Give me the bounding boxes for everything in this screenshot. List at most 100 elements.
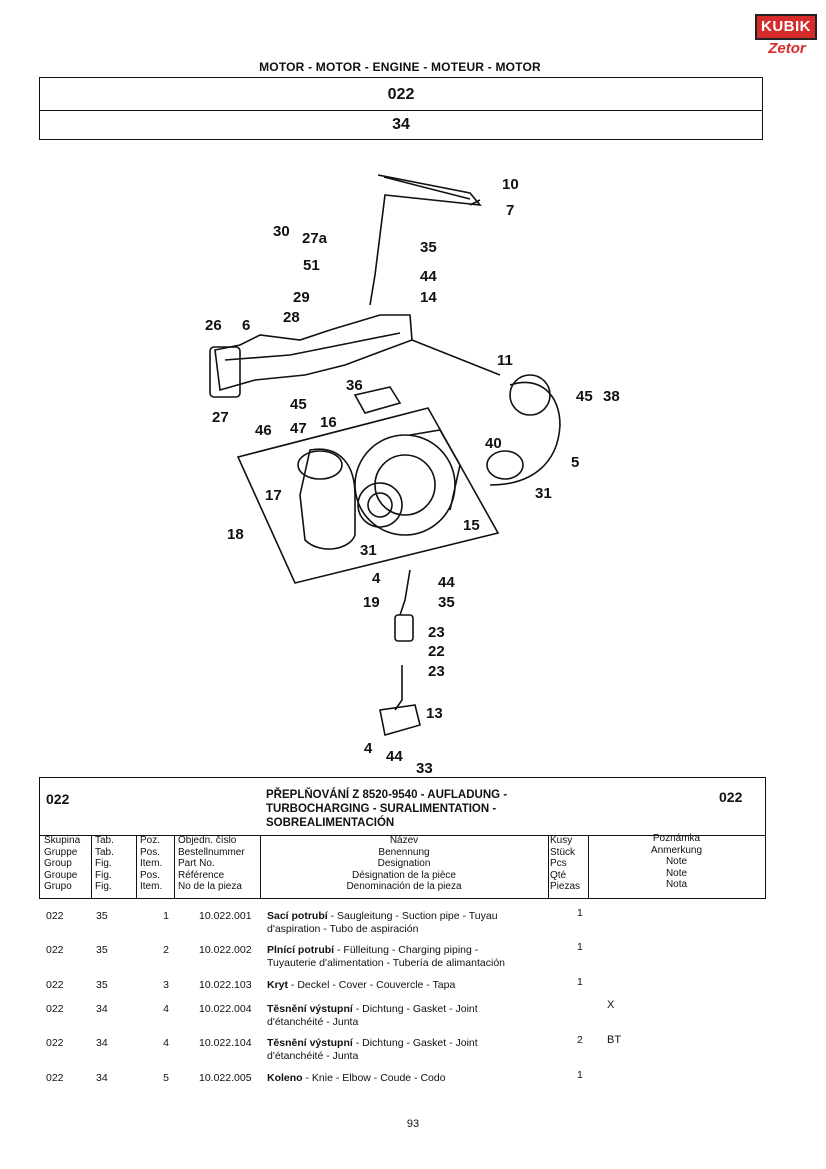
callout-label: 45 [290,396,307,413]
cell-name-rest: - Dichtung - Gasket - Joint [352,1037,478,1049]
col-head-qty: Kusy Stück Pcs Qté Piezas [548,835,588,898]
callout-label: 33 [416,760,433,775]
callout-label: 44 [386,748,403,765]
col-head-group: Skupina Gruppe Group Groupe Grupo [40,835,91,898]
cell-group: 022 [46,944,64,956]
callout-label: 27a [302,230,328,247]
kubik-zetor-logo: KUBIK Zetor [755,14,817,60]
callout-label: 28 [283,309,300,326]
group-title-line: SOBREALIMENTACIÓN [266,817,395,829]
col-head-text: Nota [665,879,688,891]
col-head-text: Groupe [44,869,78,881]
callout-label: 31 [360,542,377,559]
col-head-table: Tab. Tab. Fig. Fig. Fig. [91,835,136,898]
cell-name: Těsnění výstupní - Dichtung - Gasket - J… [267,1037,567,1063]
col-head-text: Kusy [550,835,573,846]
section-title: MOTOR - MOTOR - ENGINE - MOTEUR - MOTOR [259,60,541,74]
col-head-text: Tab. [95,846,114,858]
cell-note: BT [607,1034,622,1046]
cell-pos: 4 [163,1003,169,1015]
callout-label: 4 [364,740,373,757]
col-head-text: Benennung [378,846,430,858]
col-head-text: Designation [377,858,431,870]
cell-pos: 4 [163,1037,169,1049]
logo-sub: Zetor [768,40,806,57]
col-head-text: Référence [178,869,225,881]
callout-label: 40 [485,435,502,452]
callout-label: 51 [303,257,320,274]
group-title-line: PŘEPLŇOVÁNÍ Z 8520-9540 - AUFLADUNG - [266,789,508,801]
callout-label: 38 [603,388,620,405]
cell-group: 022 [46,910,64,922]
cell-name-rest: - Dichtung - Gasket - Joint [352,1003,478,1015]
exploded-parts-diagram: 10 7 30 27a 35 51 44 29 14 28 26 6 11 45… [205,174,620,775]
logo-brand: KUBIK [755,14,817,40]
header-divider [40,835,765,836]
col-head-text: Objedn. číslo [178,835,237,846]
column-divider [548,835,549,898]
callout-label: 35 [420,239,437,256]
col-head-text: Denominación de la pieza [346,881,462,893]
callout-label: 17 [265,487,282,504]
col-head-text: Fig. [95,881,112,893]
cell-name: Koleno - Knie - Elbow - Coude - Codo [267,1072,567,1085]
callout-label: 5 [571,454,579,471]
cell-group: 022 [46,1003,64,1015]
callout-label: 29 [293,289,310,306]
column-divider [91,835,92,898]
group-title: PŘEPLŇOVÁNÍ Z 8520-9540 - AUFLADUNG - TU… [266,788,596,830]
cell-pos: 5 [163,1072,169,1084]
column-divider [588,835,589,898]
callout-label: 46 [255,422,272,439]
column-divider [174,835,175,898]
callout-label: 23 [428,624,445,641]
cell-pos: 1 [163,910,169,922]
col-head-text: Anmerkung [650,844,703,856]
col-head-text: Poznámka [652,833,701,844]
col-head-text: Désignation de la pièce [352,869,456,881]
callout-label: 44 [420,268,437,285]
callout-label: 16 [320,414,337,431]
cell-group: 022 [46,1037,64,1049]
callout-label: 10 [502,176,519,193]
callout-label: 13 [426,705,443,722]
cell-name-bold: Kryt [267,979,289,991]
cell-qty: 1 [577,976,583,988]
cell-name-rest: - Fülleitung - Charging piping - [334,944,479,956]
header-table: 34 [392,116,410,133]
col-head-text: Note [665,867,688,879]
col-head-text: Pos. [140,869,161,881]
cell-group: 022 [46,979,64,991]
cell-part: 10.022.103 [199,979,252,991]
col-head-text: Fig. [95,858,112,870]
col-head-part: Objedn. číslo Bestellnummer Part No. Réf… [174,835,260,898]
cell-tab: 35 [96,944,108,956]
col-head-text: Piezas [550,881,581,893]
cell-tab: 35 [96,910,108,922]
col-head-text: Note [665,856,688,868]
cell-name-bold: Plnící potrubí [267,944,335,956]
cell-name: Plnící potrubí - Fülleitung - Charging p… [267,944,567,970]
cell-name-rest: - Knie - Elbow - Coude - Codo [302,1072,446,1084]
cell-name-rest: - Saugleitung - Suction pipe - Tuyau [327,910,498,922]
column-divider [136,835,137,898]
col-head-text: Tab. [95,835,114,846]
cell-name: Kryt - Deckel - Cover - Couvercle - Tapa [267,979,567,992]
cell-pos: 3 [163,979,169,991]
col-head-text: Qté [550,869,567,881]
callout-label: 30 [273,223,290,240]
callout-label: 27 [212,409,229,426]
group-title-line: TURBOCHARGING - SURALIMENTATION - [266,803,497,815]
cell-qty: 1 [577,1069,583,1081]
col-head-text: Grupo [44,881,72,893]
cell-qty: 1 [577,941,583,953]
col-head-text: Group [44,858,72,870]
col-head-text: Gruppe [44,846,78,858]
col-head-text: Poz. [140,835,161,846]
col-head-text: Bestellnummer [178,846,245,858]
col-head-note: Poznámka Anmerkung Note Note Nota [588,833,765,896]
cell-qty: 1 [577,907,583,919]
cell-tab: 34 [96,1003,108,1015]
callout-label: 47 [290,420,307,437]
header-box: 022 34 [39,77,763,140]
